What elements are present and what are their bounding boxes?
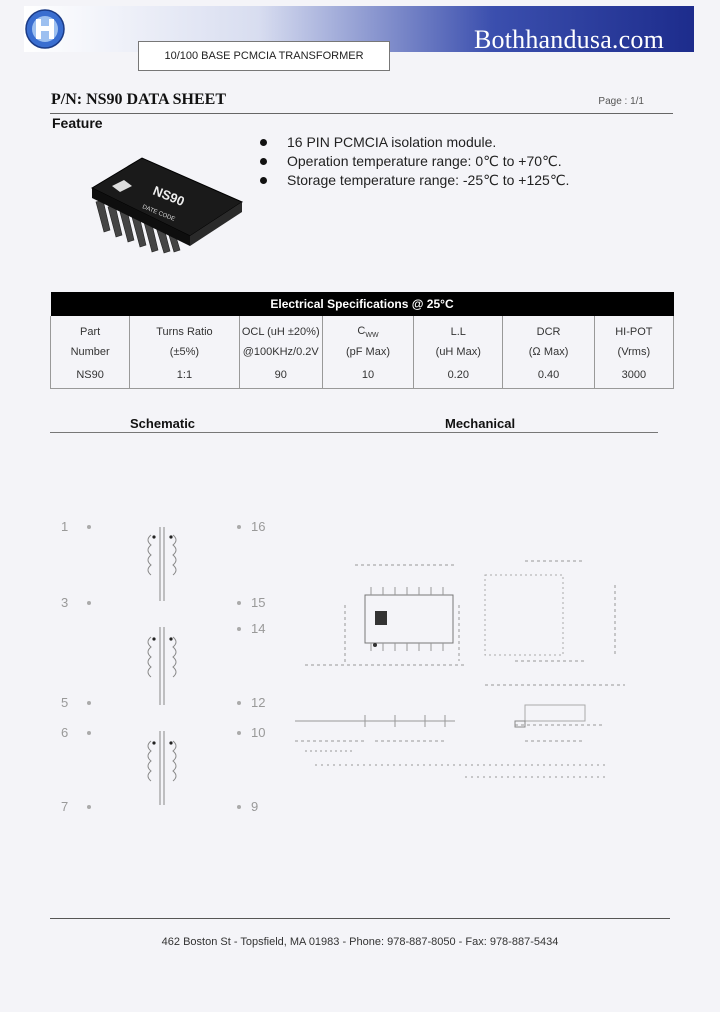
title-divider [50, 113, 673, 114]
mechanical-drawing [295, 560, 625, 778]
table-cell: 0.20 [413, 362, 504, 389]
pin-label: 15 [251, 595, 265, 610]
table-cell: 0.40 [502, 362, 595, 389]
spec-table-title: Electrical Specifications @ 25°C [50, 292, 674, 316]
mechanical-heading: Mechanical [445, 416, 516, 431]
sheet-title: P/N: NS90 DATA SHEET [51, 91, 226, 108]
header-cell: (Ω Max) [502, 342, 595, 362]
table-cell: NS90 [49, 362, 131, 389]
table-cell: 1:1 [129, 362, 240, 389]
table-row: NS90 1:1 90 10 0.20 0.40 3000 [49, 362, 675, 389]
section-divider [50, 432, 658, 433]
header-cell: (Vrms) [593, 342, 675, 362]
feature-item: Operation temperature range: 0℃ to +70℃. [258, 152, 569, 171]
header-cell: @100KHz/0.2V [238, 342, 323, 362]
schematic-diagram: 1 3 5 6 7 8 16 15 14 12 10 9 [61, 519, 265, 814]
product-subtitle: 10/100 BASE PCMCIA TRANSFORMER [138, 41, 390, 71]
bullet-icon [260, 139, 267, 146]
feature-list: 16 PIN PCMCIA isolation module. Operatio… [258, 133, 569, 190]
table-header-row: Number (±5%) @100KHz/0.2V (pF Max) (uH M… [49, 342, 675, 362]
page-number: Page : 1/1 [598, 96, 644, 107]
header-cell: HI-POT [593, 316, 675, 342]
pin-label: 12 [251, 695, 265, 710]
pin-label: 14 [251, 621, 265, 636]
header-cell: (±5%) [129, 342, 240, 362]
feature-item: Storage temperature range: -25℃ to +125℃… [258, 171, 569, 190]
bullet-icon [260, 158, 267, 165]
electrical-spec-table: Electrical Specifications @ 25°C Part Tu… [49, 292, 675, 389]
header-cell: (pF Max) [321, 342, 415, 362]
pin-label: 3 [61, 595, 68, 610]
table-cell: 3000 [593, 362, 675, 389]
pin-label: 5 [61, 695, 68, 710]
bullet-icon [260, 177, 267, 184]
header-cell: L.L [413, 316, 504, 342]
table-cell: 90 [238, 362, 323, 389]
footer-address: 462 Boston St - Topsfield, MA 01983 - Ph… [161, 936, 559, 948]
pin-label: 6 [61, 725, 68, 740]
chip-photo: NS90 DATE CODE [90, 157, 244, 254]
header-cell: Part [49, 316, 131, 342]
footer-divider [50, 918, 670, 919]
pin-label: 10 [251, 725, 265, 740]
pin-label: 7 [61, 799, 68, 814]
pin-label: 1 [61, 519, 68, 534]
pin-label: 9 [251, 799, 258, 814]
table-cell: 10 [321, 362, 415, 389]
pin-label: 16 [251, 519, 265, 534]
schematic-heading: Schematic [130, 416, 196, 431]
site-name[interactable]: Bothhandusa.com [473, 25, 664, 54]
header-cell-cww: CWW [321, 316, 415, 342]
header-cell: Turns Ratio [129, 316, 240, 342]
header-cell: (uH Max) [413, 342, 504, 362]
header-cell: Number [49, 342, 131, 362]
company-logo [25, 9, 65, 49]
table-header-row: Part Turns Ratio OCL (uH ±20%) CWW L.L D… [49, 316, 675, 342]
header-cell: DCR [502, 316, 595, 342]
header-cell: OCL (uH ±20%) [238, 316, 323, 342]
feature-heading: Feature [52, 115, 103, 131]
feature-item: 16 PIN PCMCIA isolation module. [258, 133, 569, 152]
